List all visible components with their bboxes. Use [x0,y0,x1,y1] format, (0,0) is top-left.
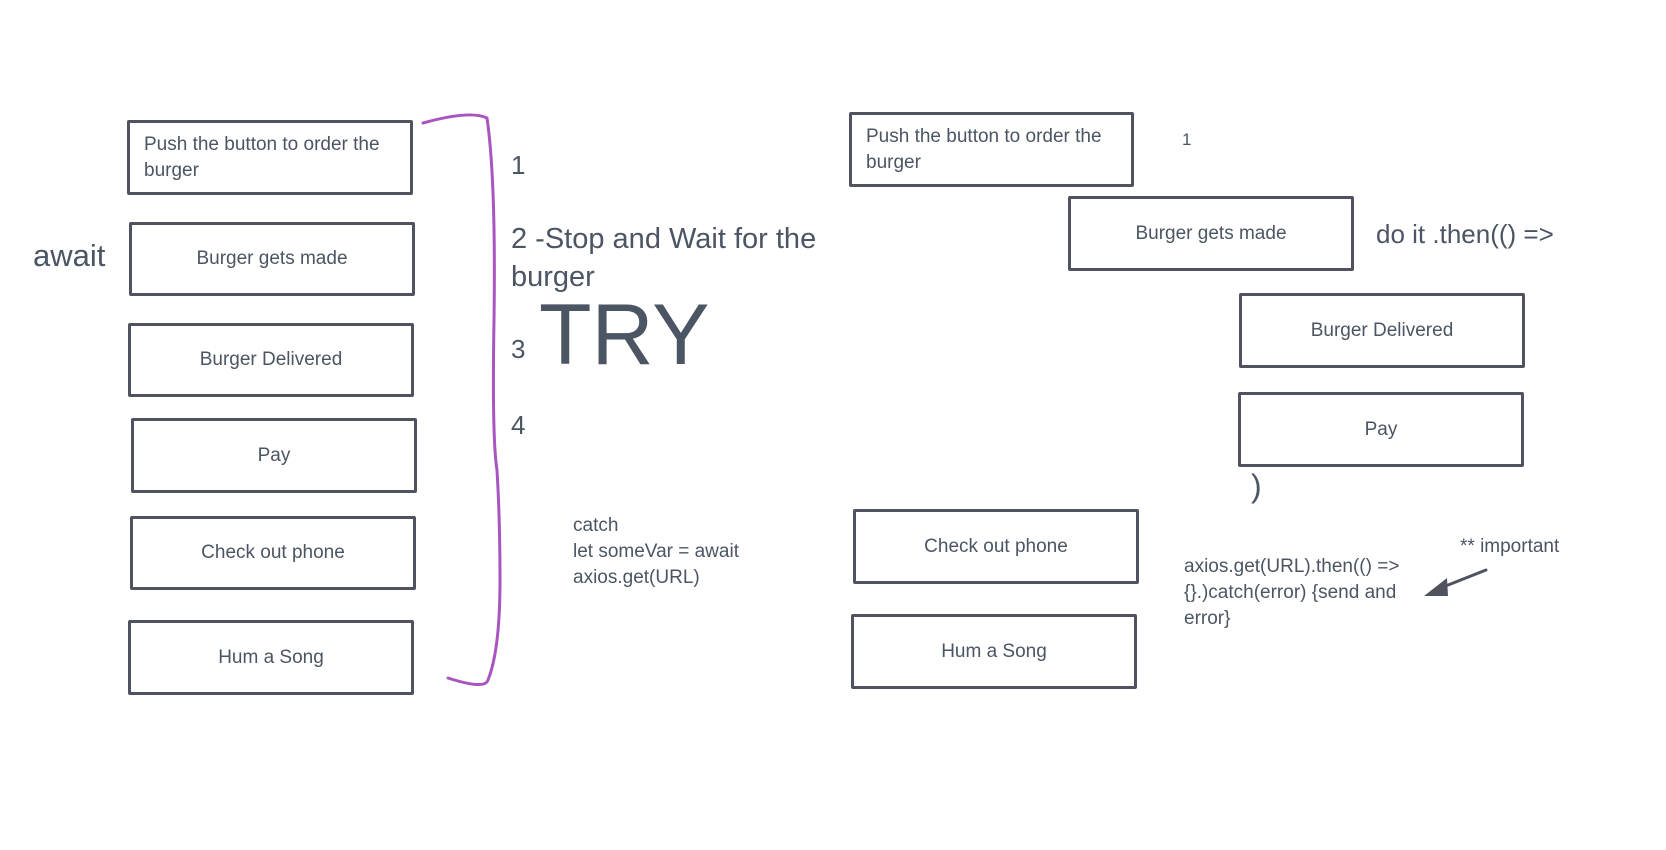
code-note: axios.get(URL).then(() => {}.)catch(erro… [1184,554,1399,632]
left-box-order: Push the button to order the burger [127,120,413,195]
catch-note-line: catch [573,515,619,536]
left-box-burger-delivered: Burger Delivered [128,323,414,397]
right-step-1-label: 1 [1182,130,1192,149]
right-box-burger-delivered: Burger Delivered [1239,293,1525,368]
closing-paren: ) [1251,468,1262,504]
left-box-check-phone: Check out phone [130,516,416,590]
catch-note: catch let someVar = await axios.get(URL) [573,513,739,591]
curly-bracket [421,113,502,686]
important-label: ** important [1460,536,1560,557]
step-1-label: 1 [511,150,526,180]
step-3-label: 3 [511,334,526,364]
catch-note-line: axios.get(URL) [573,567,700,588]
arrow-icon [1424,568,1488,596]
left-box-pay: Pay [131,418,417,493]
step-2-label: 2 -Stop and Wait for the burger [511,223,817,293]
try-label: TRY [539,287,710,383]
right-box-hum-song: Hum a Song [851,614,1137,689]
right-box-check-phone: Check out phone [853,509,1139,584]
right-box-pay: Pay [1238,392,1524,467]
right-box-order: Push the button to order the burger [849,112,1134,187]
code-note-line: error} [1184,608,1231,629]
await-label: await [33,238,106,273]
left-box-hum-song: Hum a Song [128,620,414,695]
then-label: do it .then(() => [1376,219,1554,249]
code-note-line: axios.get(URL).then(() => [1184,556,1400,577]
catch-note-line: let someVar = await [573,541,739,562]
left-box-burger-made: Burger gets made [129,222,415,296]
code-note-line: {}.)catch(error) {send and [1184,582,1397,603]
right-box-burger-made: Burger gets made [1068,196,1354,271]
step-4-label: 4 [511,410,526,440]
